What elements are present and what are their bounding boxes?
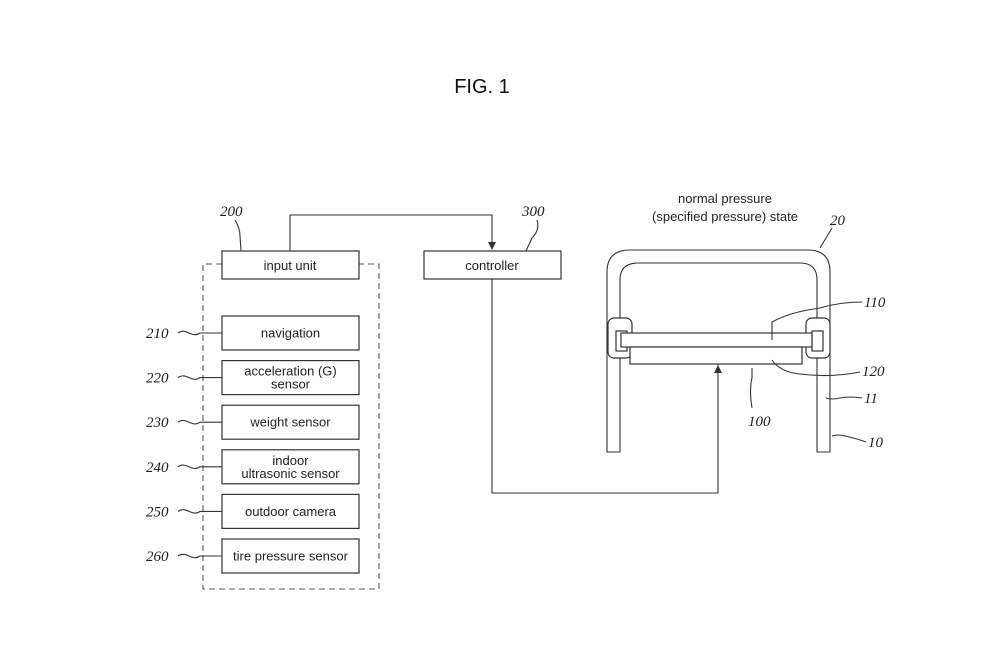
sensor-label-line: outdoor camera [245, 504, 337, 519]
input-unit-leader [234, 219, 242, 252]
sensor-label-line: weight sensor [249, 415, 331, 430]
sensor-label-line: indoor [272, 453, 309, 468]
ref-120: 120 [862, 364, 885, 380]
sensor-ref: 220 [146, 371, 169, 387]
sensor-block: navigation 210 [146, 315, 360, 351]
sensor-ref: 210 [146, 326, 169, 342]
sensor-block: tire pressure sensor 260 [146, 538, 360, 574]
sensor-leader [177, 419, 222, 425]
sensor-label-line: acceleration (G) [244, 364, 336, 379]
input-unit-block: input unit [221, 250, 360, 280]
input-unit-label: input unit [264, 258, 317, 273]
ref-110: 110 [864, 295, 886, 311]
leader-11 [825, 396, 863, 400]
sensor-block: acceleration (G)sensor 220 [146, 360, 360, 396]
wheel-rim-upper [620, 332, 813, 348]
sensor-leader [177, 375, 222, 380]
input-to-controller-arrow [289, 214, 496, 251]
sensor-ref: 260 [146, 549, 169, 565]
controller-to-device-arrow [491, 279, 722, 494]
ref-10: 10 [868, 435, 884, 451]
sensor-ref: 250 [146, 504, 169, 520]
sensor-block: weight sensor 230 [146, 404, 360, 440]
sensor-label-line: tire pressure sensor [233, 549, 349, 564]
sensor-list: navigation 210 acceleration (G)sensor 220 we… [146, 315, 360, 574]
controller-block: controller [423, 250, 562, 280]
sensor-ref: 230 [146, 415, 169, 431]
sensor-group-enclosure [202, 263, 380, 590]
ref-11: 11 [864, 391, 878, 407]
wheel-rim-lower [629, 346, 803, 365]
sensor-box [221, 360, 360, 396]
leader-10 [831, 434, 867, 443]
sensor-block: outdoor camera 250 [146, 493, 360, 529]
sensor-leader [177, 553, 222, 559]
sensor-leader [177, 464, 222, 470]
controller-leader [525, 219, 539, 252]
sensor-leader [177, 330, 222, 336]
sensor-leader [177, 509, 222, 514]
sensor-box [221, 449, 360, 485]
controller-ref: 300 [521, 204, 545, 220]
input-unit-ref: 200 [220, 204, 243, 220]
controller-label: controller [465, 258, 519, 273]
ref-20: 20 [830, 213, 846, 229]
state-label-line2: (specified pressure) state [652, 209, 798, 224]
sensor-label-line: navigation [261, 326, 320, 341]
sensor-box [221, 493, 360, 529]
sensor-ref: 240 [146, 460, 169, 476]
state-label-line1: normal pressure [678, 191, 772, 206]
sensor-label-line: sensor [271, 377, 311, 392]
leader-100 [749, 368, 753, 409]
ref-100: 100 [748, 414, 771, 430]
leader-120 [771, 359, 861, 377]
right-bead-core [811, 330, 824, 352]
figure-title: FIG. 1 [454, 76, 510, 98]
sensor-box [221, 538, 360, 574]
tire-body-outline [606, 249, 831, 453]
tire-cross-section [606, 249, 831, 453]
leader-20 [819, 227, 833, 249]
sensor-label-line: ultrasonic sensor [241, 466, 340, 481]
leader-110 [771, 301, 863, 340]
